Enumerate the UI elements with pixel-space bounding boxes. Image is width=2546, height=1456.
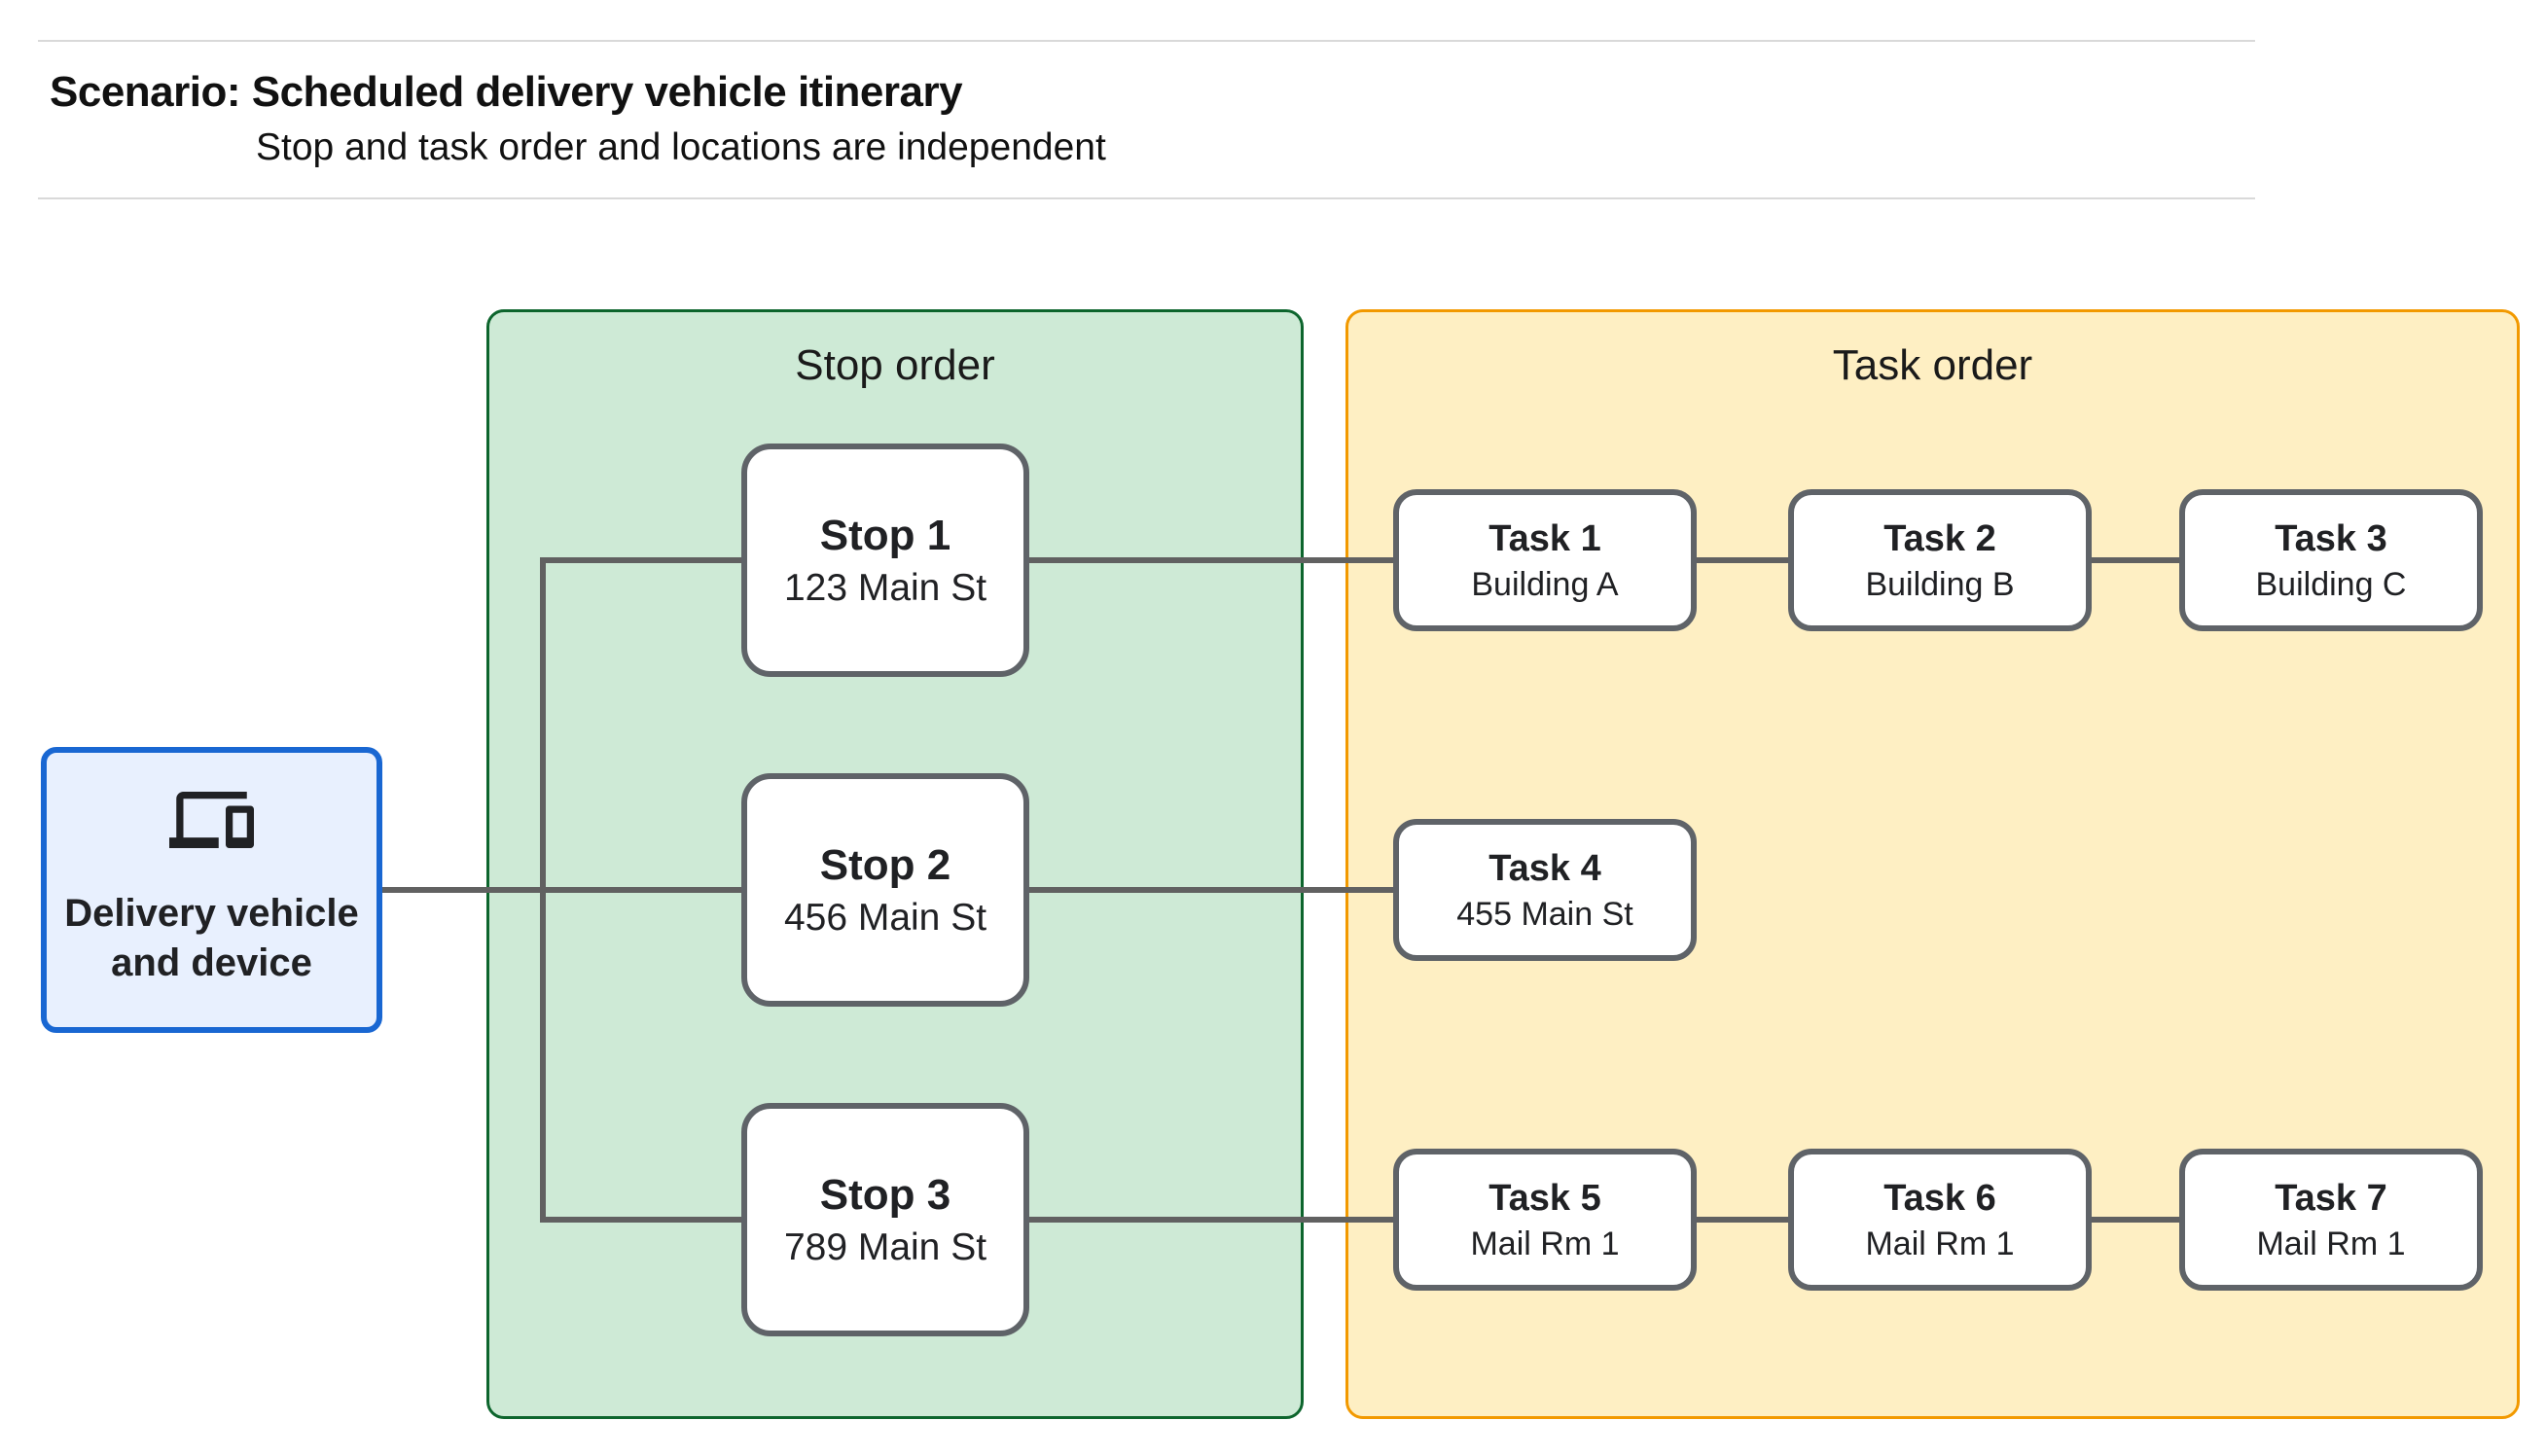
connector-stop3-to-task5 xyxy=(1023,1217,1399,1223)
stop-1-subtitle: 123 Main St xyxy=(783,567,987,609)
stop-2-node: Stop 2 456 Main St xyxy=(741,773,1029,1007)
devices-icon xyxy=(169,792,254,848)
divider-bottom xyxy=(38,197,2255,199)
connector-trunk-vertical xyxy=(540,557,546,1223)
task-6-subtitle: Mail Rm 1 xyxy=(1865,1225,2015,1262)
connector-task6-to-task7 xyxy=(2088,1217,2183,1223)
stop-3-subtitle: 789 Main St xyxy=(783,1226,987,1268)
delivery-vehicle-label: Delivery vehicle and device xyxy=(64,889,358,988)
task-6-node: Task 6 Mail Rm 1 xyxy=(1788,1149,2092,1291)
connector-task1-to-task2 xyxy=(1693,557,1792,563)
connector-trunk-to-stop1 xyxy=(543,557,749,563)
task-4-title: Task 4 xyxy=(1488,848,1601,889)
stop-2-subtitle: 456 Main St xyxy=(783,897,987,939)
stop-order-panel-title: Stop order xyxy=(795,341,995,389)
task-7-subtitle: Mail Rm 1 xyxy=(2256,1225,2406,1262)
delivery-vehicle-label-line1: Delivery vehicle xyxy=(64,892,359,935)
task-3-subtitle: Building C xyxy=(2255,566,2407,603)
connector-trunk-to-stop3 xyxy=(543,1217,749,1223)
stop-3-node: Stop 3 789 Main St xyxy=(741,1103,1029,1336)
task-5-node: Task 5 Mail Rm 1 xyxy=(1393,1149,1697,1291)
delivery-vehicle-node: Delivery vehicle and device xyxy=(41,747,382,1033)
connector-task5-to-task6 xyxy=(1693,1217,1792,1223)
task-4-node: Task 4 455 Main St xyxy=(1393,819,1697,961)
task-5-title: Task 5 xyxy=(1488,1178,1601,1219)
task-1-title: Task 1 xyxy=(1488,518,1601,559)
task-3-title: Task 3 xyxy=(2275,518,2387,559)
page-subtitle: Stop and task order and locations are in… xyxy=(256,126,1106,168)
divider-top xyxy=(38,40,2255,42)
task-2-subtitle: Building B xyxy=(1865,566,2015,603)
task-1-node: Task 1 Building A xyxy=(1393,489,1697,631)
connector-stop1-to-task1 xyxy=(1023,557,1399,563)
connector-stop2-to-task4 xyxy=(1023,887,1399,893)
task-6-title: Task 6 xyxy=(1883,1178,1996,1219)
stop-1-node: Stop 1 123 Main St xyxy=(741,444,1029,677)
stop-1-title: Stop 1 xyxy=(819,512,951,559)
connector-task2-to-task3 xyxy=(2088,557,2183,563)
stop-3-title: Stop 3 xyxy=(819,1171,951,1219)
task-3-node: Task 3 Building C xyxy=(2179,489,2483,631)
task-7-node: Task 7 Mail Rm 1 xyxy=(2179,1149,2483,1291)
page-title: Scenario: Scheduled delivery vehicle iti… xyxy=(50,68,963,116)
task-2-node: Task 2 Building B xyxy=(1788,489,2092,631)
stop-2-title: Stop 2 xyxy=(819,841,951,889)
task-5-subtitle: Mail Rm 1 xyxy=(1470,1225,1620,1262)
task-4-subtitle: 455 Main St xyxy=(1456,896,1633,933)
delivery-vehicle-label-line2: and device xyxy=(111,941,312,984)
connector-vehicle-to-stop2 xyxy=(377,887,745,893)
task-order-panel-title: Task order xyxy=(1832,341,2033,389)
task-2-title: Task 2 xyxy=(1883,518,1996,559)
task-7-title: Task 7 xyxy=(2275,1178,2387,1219)
task-1-subtitle: Building A xyxy=(1471,566,1619,603)
